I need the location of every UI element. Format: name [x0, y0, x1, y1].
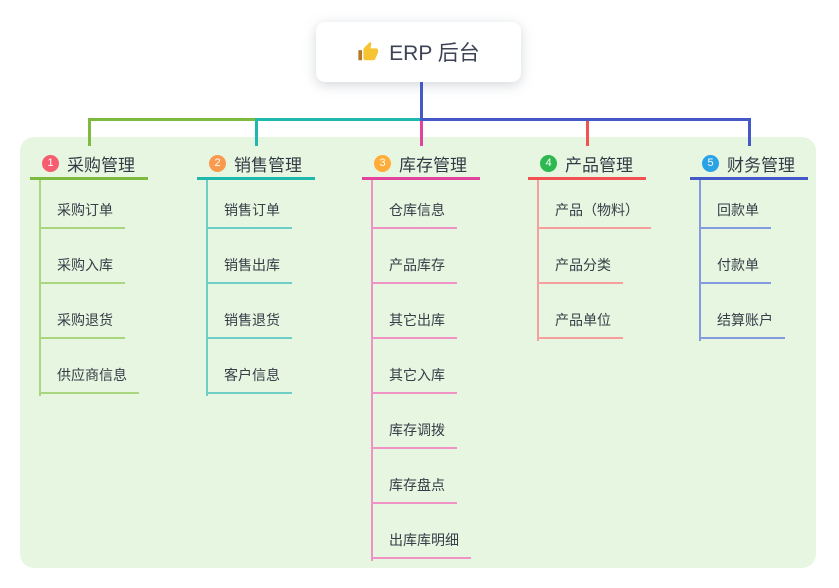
branch-header-5[interactable]: 5 财务管理: [690, 150, 808, 180]
branch-item-label: 销售退货: [224, 312, 280, 328]
connector-branch-drop: [255, 121, 258, 146]
branch-item-label: 付款单: [717, 257, 759, 273]
branch-header-2[interactable]: 2 销售管理: [197, 150, 315, 180]
branch-label: 财务管理: [727, 156, 795, 175]
branch-item[interactable]: 销售出库: [206, 241, 292, 284]
branch-item[interactable]: 出库库明细: [371, 516, 471, 559]
branch-number-badge: 4: [540, 155, 557, 172]
branch-item-label: 库存盘点: [389, 477, 445, 493]
branch-item-label: 客户信息: [224, 367, 280, 383]
branch-number-badge: 3: [374, 155, 391, 172]
branch-item[interactable]: 其它入库: [371, 351, 457, 394]
branches-panel: [20, 137, 816, 568]
root-node[interactable]: ERP 后台: [316, 22, 521, 82]
branch-spine-line: [699, 180, 701, 341]
branch-item[interactable]: 采购退货: [39, 296, 125, 339]
branch-item[interactable]: 仓库信息: [371, 186, 457, 229]
connector-bus-segment: [88, 118, 258, 121]
branch-item[interactable]: 产品库存: [371, 241, 457, 284]
branch-number-badge: 1: [42, 155, 59, 172]
branch-item-label: 销售出库: [224, 257, 280, 273]
branch-item-label: 出库库明细: [389, 532, 459, 548]
branch-item[interactable]: 采购订单: [39, 186, 125, 229]
branch-item-label: 采购退货: [57, 312, 113, 328]
branch-item-label: 回款单: [717, 202, 759, 218]
connector-bus-segment: [255, 118, 423, 121]
branch-item[interactable]: 产品分类: [537, 241, 623, 284]
branch-item-label: 结算账户: [717, 312, 773, 328]
branch-item-label: 产品库存: [389, 257, 445, 273]
branch-spine-line: [206, 180, 208, 396]
branch-item[interactable]: 产品（物料）: [537, 186, 651, 229]
branch-label: 产品管理: [565, 156, 633, 175]
connector-branch-drop: [420, 121, 423, 146]
branch-item-label: 采购入库: [57, 257, 113, 273]
branch-item-label: 产品（物料）: [555, 202, 639, 218]
branch-item[interactable]: 客户信息: [206, 351, 292, 394]
branch-label: 采购管理: [67, 156, 135, 175]
branch-item-label: 产品分类: [555, 257, 611, 273]
branch-spine-line: [371, 180, 373, 561]
branch-item-label: 仓库信息: [389, 202, 445, 218]
root-title: ERP 后台: [389, 42, 480, 65]
branch-label: 库存管理: [399, 156, 467, 175]
branch-item[interactable]: 产品单位: [537, 296, 623, 339]
branch-item[interactable]: 库存盘点: [371, 461, 457, 504]
branch-number-badge: 5: [702, 155, 719, 172]
thumbs-up-icon: [358, 41, 379, 61]
branch-spine-line: [39, 180, 41, 396]
branch-number-badge: 2: [209, 155, 226, 172]
branch-item[interactable]: 销售订单: [206, 186, 292, 229]
branch-label: 销售管理: [234, 156, 302, 175]
connector-branch-drop: [586, 121, 589, 146]
branch-item-label: 其它入库: [389, 367, 445, 383]
connector-root-drop: [420, 82, 423, 118]
branch-item[interactable]: 其它出库: [371, 296, 457, 339]
connector-branch-drop: [748, 121, 751, 146]
branch-header-3[interactable]: 3 库存管理: [362, 150, 480, 180]
branch-item-label: 其它出库: [389, 312, 445, 328]
branch-item[interactable]: 回款单: [699, 186, 771, 229]
branch-item-label: 销售订单: [224, 202, 280, 218]
branch-item[interactable]: 供应商信息: [39, 351, 139, 394]
connector-branch-drop: [88, 121, 91, 146]
branch-item[interactable]: 销售退货: [206, 296, 292, 339]
branch-item[interactable]: 结算账户: [699, 296, 785, 339]
branch-item-label: 产品单位: [555, 312, 611, 328]
branch-item-label: 供应商信息: [57, 367, 127, 383]
branch-item[interactable]: 库存调拨: [371, 406, 457, 449]
branch-header-4[interactable]: 4 产品管理: [528, 150, 646, 180]
branch-item-label: 库存调拨: [389, 422, 445, 438]
branch-spine-line: [537, 180, 539, 341]
branch-item[interactable]: 付款单: [699, 241, 771, 284]
branch-header-1[interactable]: 1 采购管理: [30, 150, 148, 180]
branch-item-label: 采购订单: [57, 202, 113, 218]
branch-item[interactable]: 采购入库: [39, 241, 125, 284]
connector-bus-segment: [420, 118, 751, 121]
